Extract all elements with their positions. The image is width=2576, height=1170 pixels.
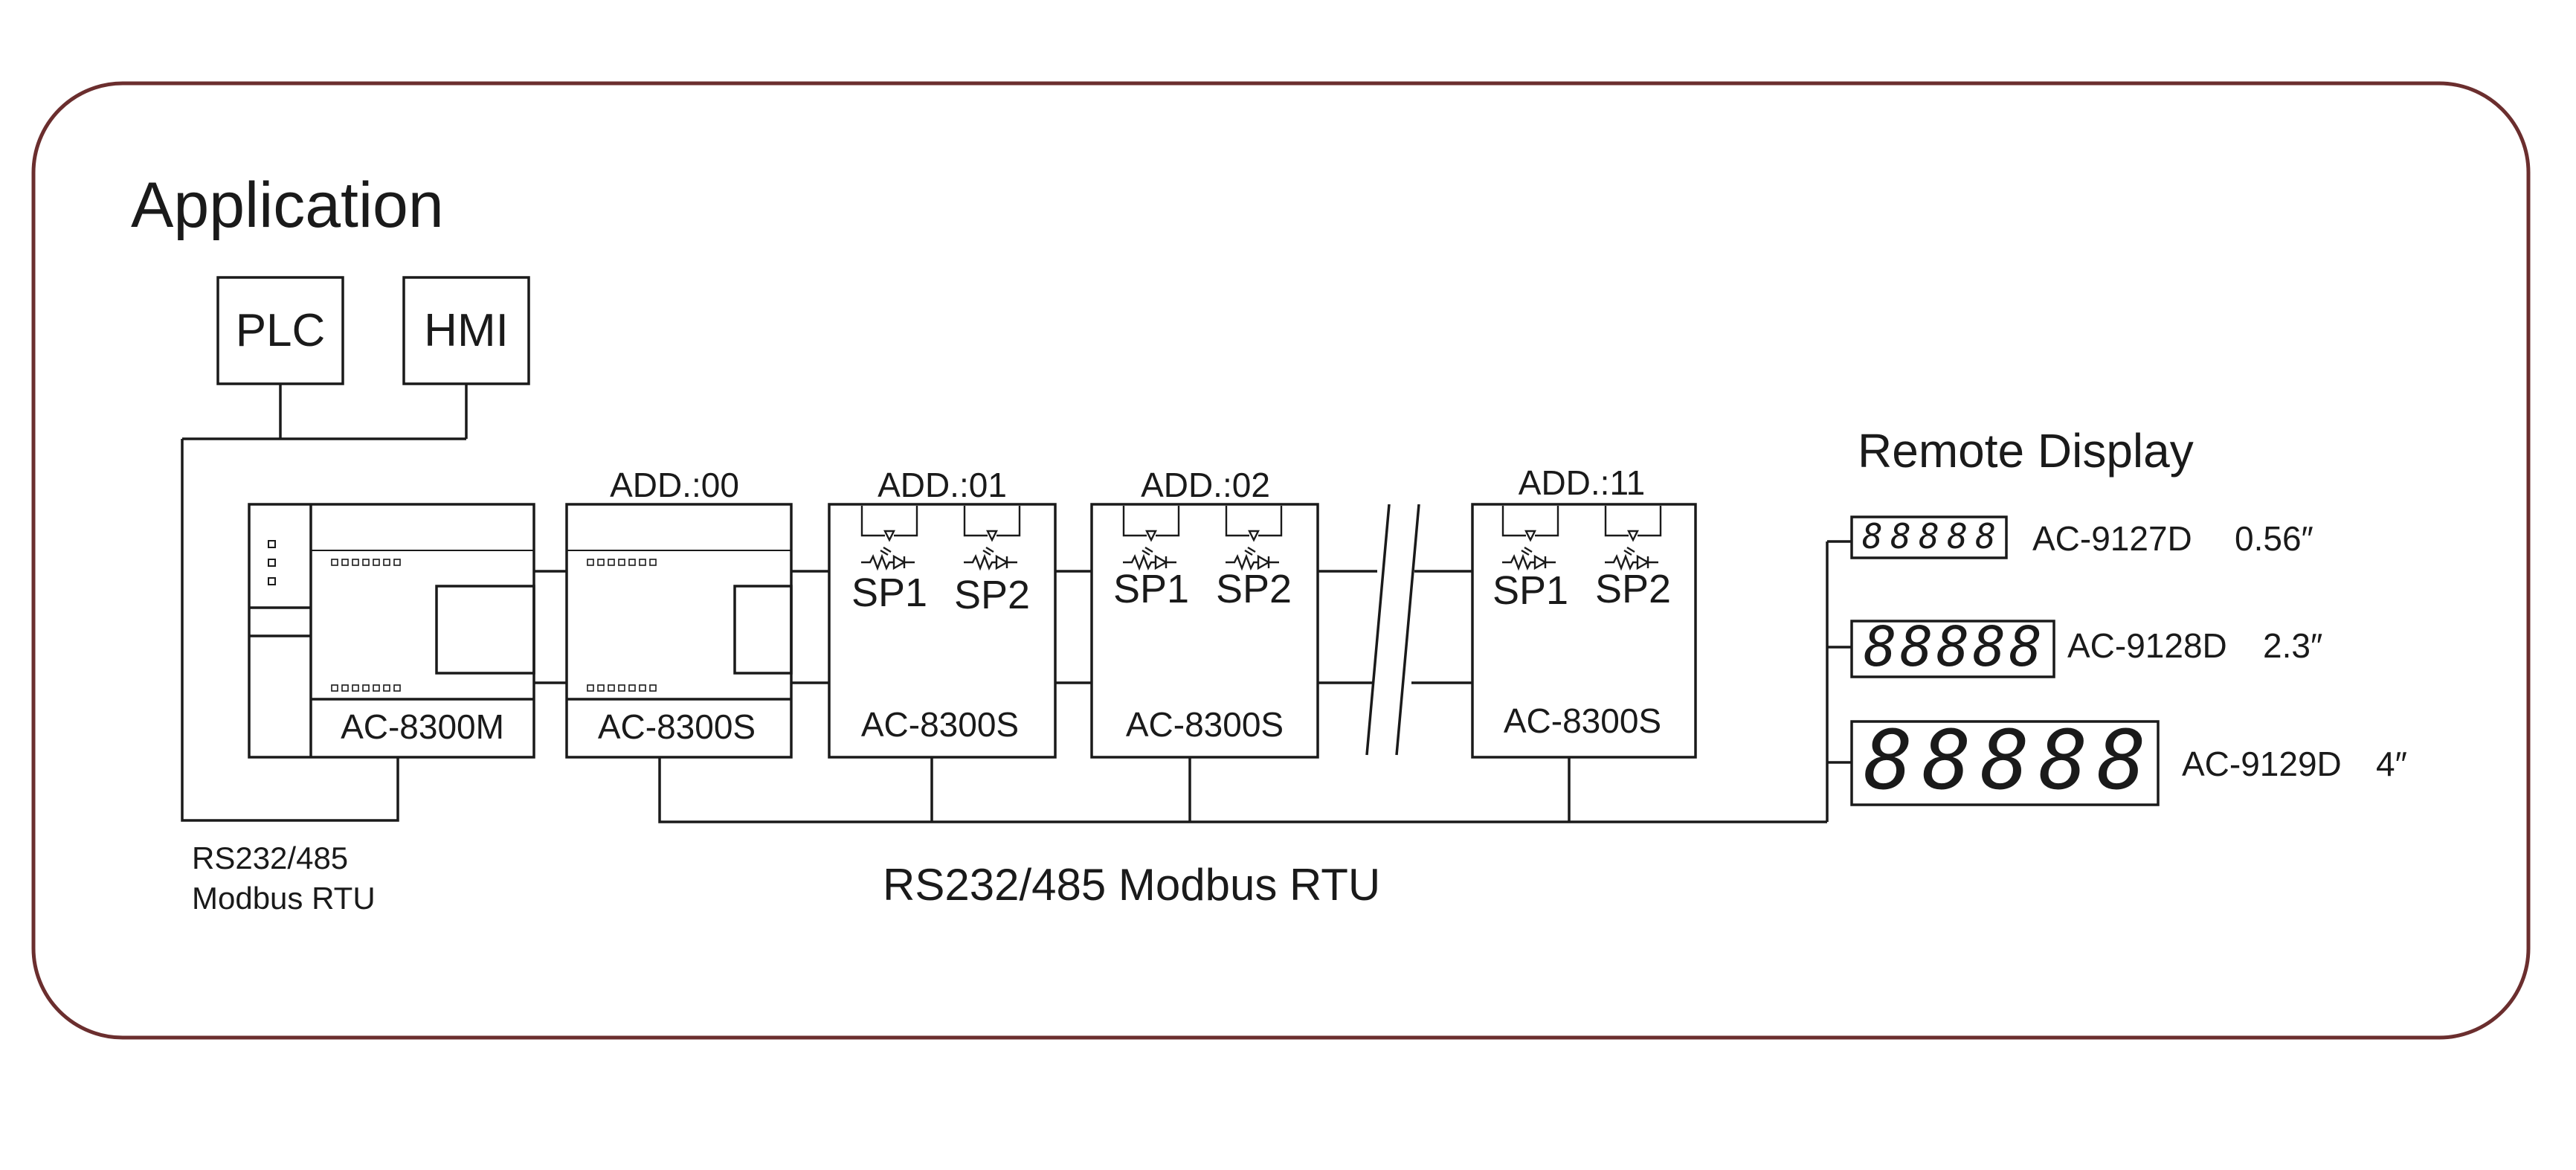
plc-label: PLC (236, 305, 326, 356)
slave-01-address: ADD.:01 (878, 466, 1007, 504)
slave-11-address: ADD.:11 (1519, 463, 1645, 502)
display-1-size: 0.56″ (2235, 519, 2313, 558)
slave-module-00 (565, 503, 793, 759)
slave-01-sp2: SP2 (954, 573, 1030, 617)
slave-02-sp1: SP1 (1113, 567, 1189, 611)
remote-display-unit-3 (1850, 720, 2160, 806)
display-2-digits: 88888 (1864, 615, 2042, 679)
display-2-model: AC-9128D (2067, 626, 2227, 665)
bus-label: RS232/485 Modbus RTU (883, 860, 1380, 910)
display-3-digits: 88888 (1864, 713, 2146, 808)
slave-02-sp2: SP2 (1216, 567, 1292, 611)
slave-01-model: AC-8300S (861, 705, 1019, 744)
slave-11-sp1: SP1 (1493, 568, 1568, 613)
display-2-size: 2.3″ (2263, 626, 2322, 665)
slave-02-model: AC-8300S (1126, 705, 1284, 744)
host-link-label-line2: Modbus RTU (192, 881, 376, 916)
master-model-label: AC-8300M (341, 707, 504, 746)
slave-module-02 (1090, 503, 1319, 759)
display-1-digits: 88888 (1862, 516, 1996, 556)
host-link-wire (181, 384, 468, 822)
master-module (248, 503, 535, 759)
slave-00-led-row (587, 559, 657, 692)
slave-module-01 (828, 503, 1057, 759)
slave-01-sp1: SP1 (851, 570, 927, 615)
display-1-model: AC-9127D (2032, 519, 2192, 558)
diagram-title: Application (131, 170, 444, 241)
master-led-row (331, 559, 401, 692)
display-3-size: 4″ (2376, 745, 2407, 783)
modbus-bus (658, 540, 1852, 823)
remote-display-unit-1 (1850, 515, 2008, 559)
host-link-label-line1: RS232/485 (192, 840, 348, 875)
slave-module-11 (1471, 503, 1697, 759)
slave-00-address: ADD.:00 (610, 466, 739, 504)
slave-11-sp2: SP2 (1595, 567, 1671, 611)
display-3-model: AC-9129D (2182, 745, 2342, 783)
remote-display-heading: Remote Display (1858, 424, 2194, 478)
break-mark (1365, 504, 1420, 756)
slave-02-address: ADD.:02 (1141, 466, 1270, 504)
slave-11-model: AC-8300S (1504, 701, 1661, 740)
hmi-label: HMI (424, 305, 509, 356)
sp-output-symbols (860, 504, 1662, 570)
diagram-frame (31, 81, 2531, 1040)
slave-00-model: AC-8300S (598, 707, 756, 746)
remote-display-unit-2 (1850, 620, 2055, 678)
